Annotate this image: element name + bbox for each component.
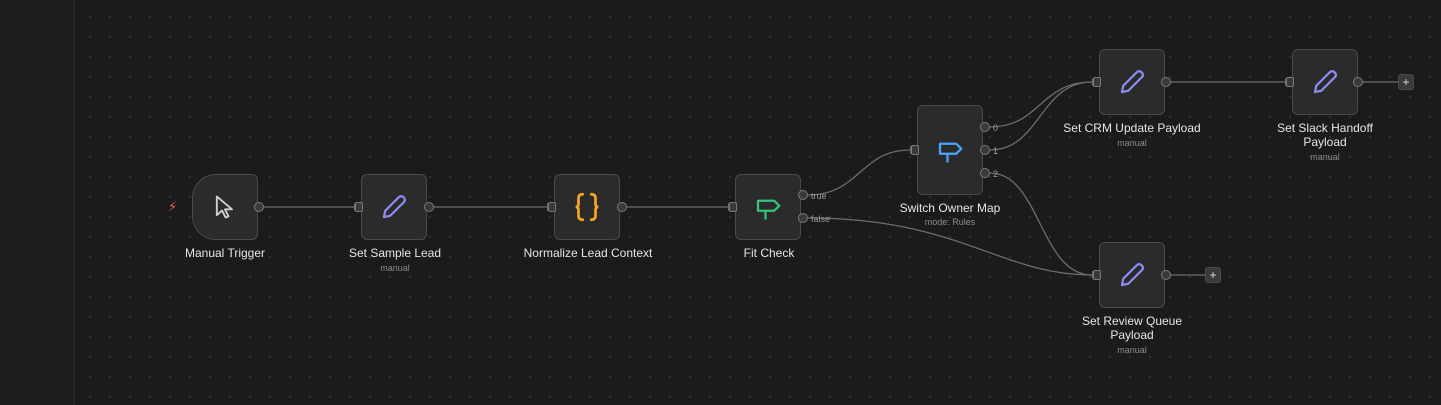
output-port-false[interactable] <box>798 213 808 223</box>
output-port[interactable] <box>424 202 434 212</box>
pencil-icon <box>1120 70 1145 94</box>
node-set-sample-lead[interactable] <box>361 174 427 240</box>
node-subtitle: manual <box>1117 138 1147 148</box>
braces-icon <box>575 192 599 222</box>
output-port[interactable] <box>617 202 627 212</box>
output-port-2[interactable] <box>980 168 990 178</box>
node-set-slack-handoff-payload[interactable] <box>1292 49 1358 115</box>
node-manual-trigger[interactable] <box>192 174 258 240</box>
input-port[interactable] <box>548 202 556 212</box>
output-label-1: 1 <box>993 146 999 156</box>
pencil-icon <box>1120 263 1145 287</box>
signpost-icon <box>938 142 963 163</box>
output-port[interactable] <box>254 202 264 212</box>
node-set-review-queue-payload[interactable] <box>1099 242 1165 308</box>
output-port[interactable] <box>1161 270 1171 280</box>
node-subtitle: mode: Rules <box>924 217 976 227</box>
input-port[interactable] <box>355 202 363 212</box>
node-label: Set Sample Lead <box>348 246 442 260</box>
output-port[interactable] <box>1161 77 1171 87</box>
node-subtitle: manual <box>1310 152 1340 162</box>
signpost-icon <box>756 199 781 220</box>
input-port[interactable] <box>1093 270 1101 280</box>
output-label-0: 0 <box>993 123 999 133</box>
input-port[interactable] <box>911 145 919 155</box>
node-subtitle: manual <box>1117 345 1147 355</box>
input-port[interactable] <box>729 202 737 212</box>
output-port-1[interactable] <box>980 145 990 155</box>
node-switch-owner-map[interactable] <box>917 105 983 195</box>
node-label: Set Review Queue Payload <box>1081 314 1183 342</box>
pencil-icon <box>1313 70 1338 94</box>
add-node-button[interactable]: + <box>1205 267 1221 283</box>
pencil-icon <box>382 195 407 219</box>
node-label: Manual Trigger <box>184 246 266 260</box>
left-sidebar <box>0 0 75 405</box>
output-port[interactable] <box>1353 77 1363 87</box>
node-normalize-lead-context[interactable] <box>554 174 620 240</box>
output-port-true[interactable] <box>798 190 808 200</box>
node-subtitle: manual <box>380 263 410 273</box>
node-label: Normalize Lead Context <box>523 246 653 260</box>
node-label: Fit Check <box>743 246 795 260</box>
node-label: Switch Owner Map <box>899 201 1001 215</box>
lightning-bolt-icon: ⚡ <box>168 199 178 214</box>
input-port[interactable] <box>1093 77 1101 87</box>
node-label: Set Slack Handoff Payload <box>1277 121 1373 149</box>
cursor-icon <box>215 195 233 219</box>
node-label: Set CRM Update Payload <box>1063 121 1201 135</box>
output-port-0[interactable] <box>980 122 990 132</box>
node-set-crm-update-payload[interactable] <box>1099 49 1165 115</box>
node-fit-check[interactable] <box>735 174 801 240</box>
output-label-2: 2 <box>993 169 999 179</box>
output-label-true: true <box>811 191 827 201</box>
output-label-false: false <box>811 214 831 224</box>
add-node-button[interactable]: + <box>1398 74 1414 90</box>
input-port[interactable] <box>1286 77 1294 87</box>
